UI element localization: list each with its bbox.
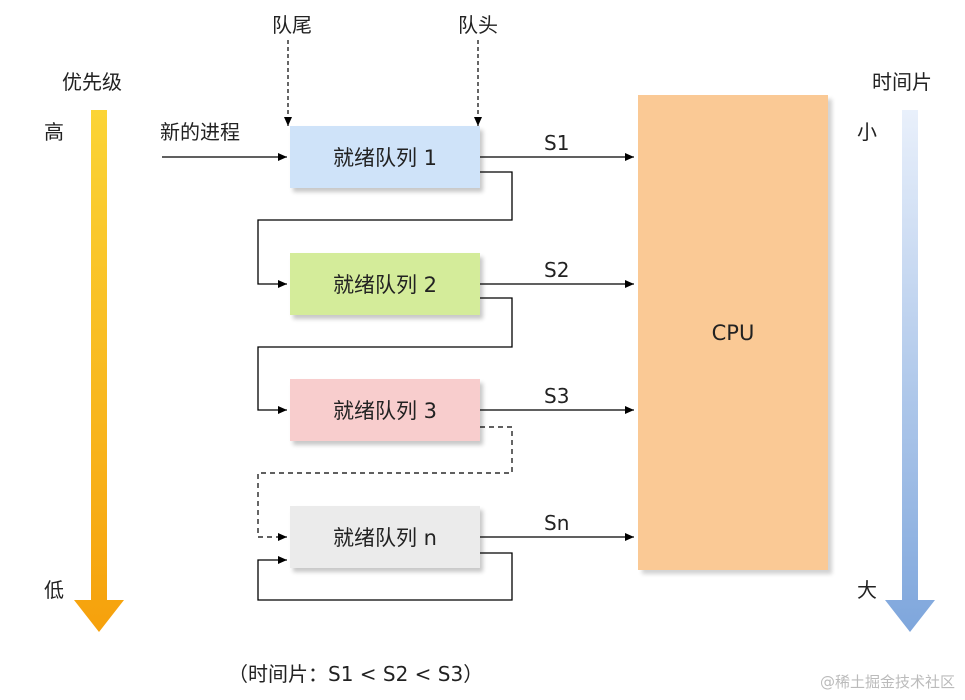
- slice-label-s1: S1: [544, 131, 570, 155]
- ready-queue-n: 就绪队列 n: [290, 506, 480, 568]
- ready-queue-1: 就绪队列 1: [290, 126, 480, 188]
- priority-high-label: 高: [44, 120, 64, 144]
- watermark: @稀土掘金技术社区: [819, 673, 955, 691]
- priority-label: 优先级: [62, 70, 122, 94]
- timeslice-label: 时间片: [872, 70, 932, 94]
- priority-arrow: [74, 110, 124, 632]
- head-label: 队头: [458, 13, 498, 37]
- timeslice-arrow: [885, 110, 935, 632]
- slice-label-s2: S2: [544, 258, 570, 282]
- demote-1-to-2: [257, 171, 513, 288]
- timeslice-large-label: 大: [857, 578, 877, 602]
- ready-queue-2: 就绪队列 2: [290, 253, 480, 315]
- ready-queue-3: 就绪队列 3: [290, 379, 480, 441]
- timeslice-small-label: 小: [857, 120, 877, 144]
- slice-label-s3: S3: [544, 384, 570, 408]
- tail-label: 队尾: [272, 13, 312, 37]
- new-process-label: 新的进程: [160, 120, 240, 144]
- demote-2-to-3: [257, 297, 513, 414]
- queue-n-loop: [257, 552, 513, 601]
- timeslice-footnote: （时间片：S1 < S2 < S3）: [228, 662, 484, 686]
- cpu-box: CPU: [638, 95, 828, 570]
- demote-3-to-n: [257, 426, 513, 541]
- slice-label-sn: Sn: [544, 511, 570, 535]
- priority-low-label: 低: [44, 578, 64, 602]
